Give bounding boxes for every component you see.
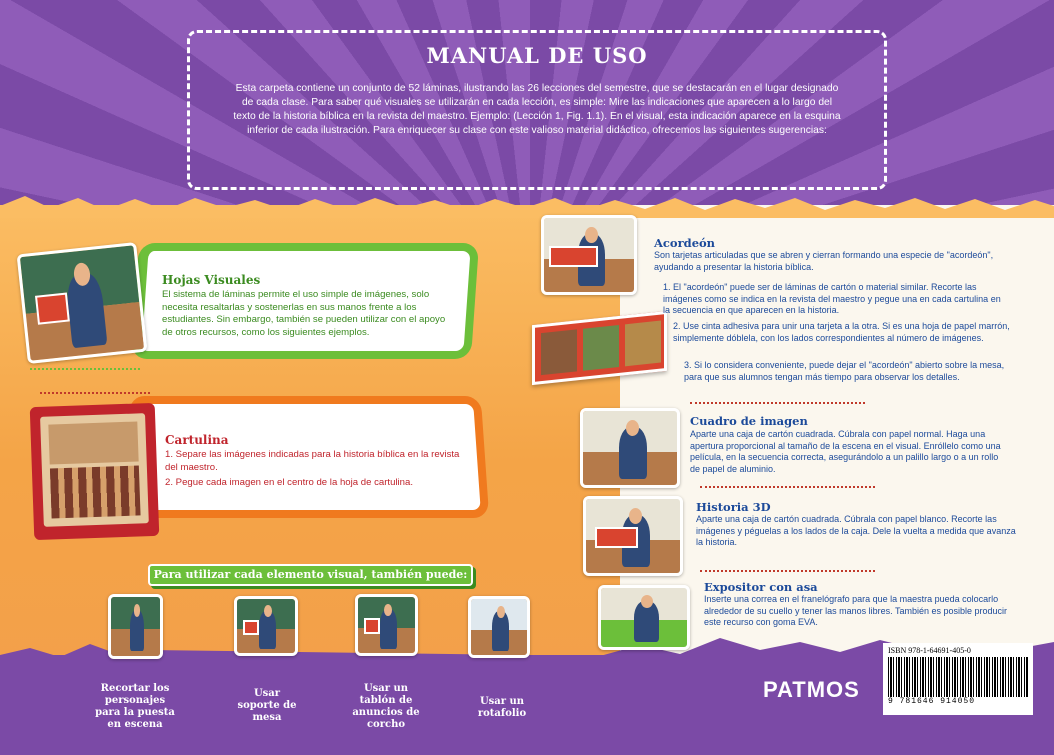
- barcode-digits: 9 781646 914050: [888, 697, 976, 706]
- thumb-photo-3: [355, 594, 418, 656]
- acordeon-intro: Son tarjetas articuladas que se abren y …: [654, 250, 994, 272]
- header-intro-text: Esta carpeta contiene un conjunto de 52 …: [233, 83, 841, 136]
- thumb-photo-1: [108, 594, 163, 659]
- zigzag-divider-top: [0, 196, 1054, 218]
- acordeon-title: Acordeón: [654, 236, 716, 250]
- isbn-barcode: ISBN 978-1-64691-405-0 9 781646 914050: [883, 643, 1033, 715]
- expositor-text: Inserte una correa en el franelógrafo pa…: [704, 594, 1007, 627]
- thumb-caption-2: Usar soporte de mesa: [237, 688, 297, 723]
- teacher-photo: [16, 242, 148, 364]
- barcode-bars: [888, 657, 1028, 697]
- hojas-visuales-text: El sistema de láminas permite el uso sim…: [162, 289, 446, 338]
- expositor-photo: [598, 585, 690, 650]
- dotted-connector: [30, 368, 140, 370]
- historia-3d-text: Aparte una caja de cartón cuadrada. Cúbr…: [696, 514, 1016, 547]
- acordeon-step-1: 1. El "acordeón" puede ser de láminas de…: [663, 282, 1001, 315]
- cuadro-photo: [580, 408, 680, 488]
- cartulina-title: Cartulina: [165, 433, 229, 447]
- thumb-caption-3: Usar un tablón de anuncios de corcho: [352, 683, 420, 730]
- dotted-connector: [690, 402, 865, 404]
- thumb-photo-2: [234, 596, 298, 656]
- hojas-visuales-title: Hojas Visuales: [162, 273, 261, 287]
- cuadro-title: Cuadro de imagen: [690, 414, 808, 428]
- cuadro-text: Aparte una caja de cartón cuadrada. Cúbr…: [690, 429, 1001, 474]
- manual-header-box: MANUAL DE USO Esta carpeta contiene un c…: [187, 30, 887, 190]
- cartulina-step-1: 1. Separe las imágenes indicadas para la…: [165, 449, 460, 473]
- thumb-caption-4: Usar un rotafolio: [477, 696, 527, 719]
- cartulina-step-2: 2. Pegue cada imagen en el centro de la …: [165, 477, 414, 488]
- thumb-caption-1: Recortar los personajes para la puesta e…: [95, 683, 175, 730]
- historia-3d-photo: [583, 496, 683, 576]
- dotted-connector: [700, 486, 875, 488]
- dotted-connector: [700, 570, 875, 572]
- cream-panel: [620, 205, 1054, 675]
- purple-footer-background: [0, 655, 1054, 755]
- cartulina-red-board: [29, 402, 160, 541]
- page-title: MANUAL DE USO: [426, 43, 648, 68]
- dotted-connector: [40, 392, 150, 394]
- acordeon-step-2: 2. Use cinta adhesiva para unir una tarj…: [673, 321, 1010, 343]
- historia-3d-title: Historia 3D: [696, 500, 771, 514]
- uses-banner: Para utilizar cada elemento visual, tamb…: [148, 564, 473, 586]
- isbn-text: ISBN 978-1-64691-405-0: [888, 646, 971, 655]
- patmos-logo: PATMOS: [763, 677, 860, 702]
- acordeon-photo: [541, 215, 637, 295]
- acordeon-step-3: 3. Si lo considera conveniente, puede de…: [684, 360, 1005, 382]
- thumb-photo-4: [468, 596, 530, 658]
- expositor-title: Expositor con asa: [704, 580, 818, 594]
